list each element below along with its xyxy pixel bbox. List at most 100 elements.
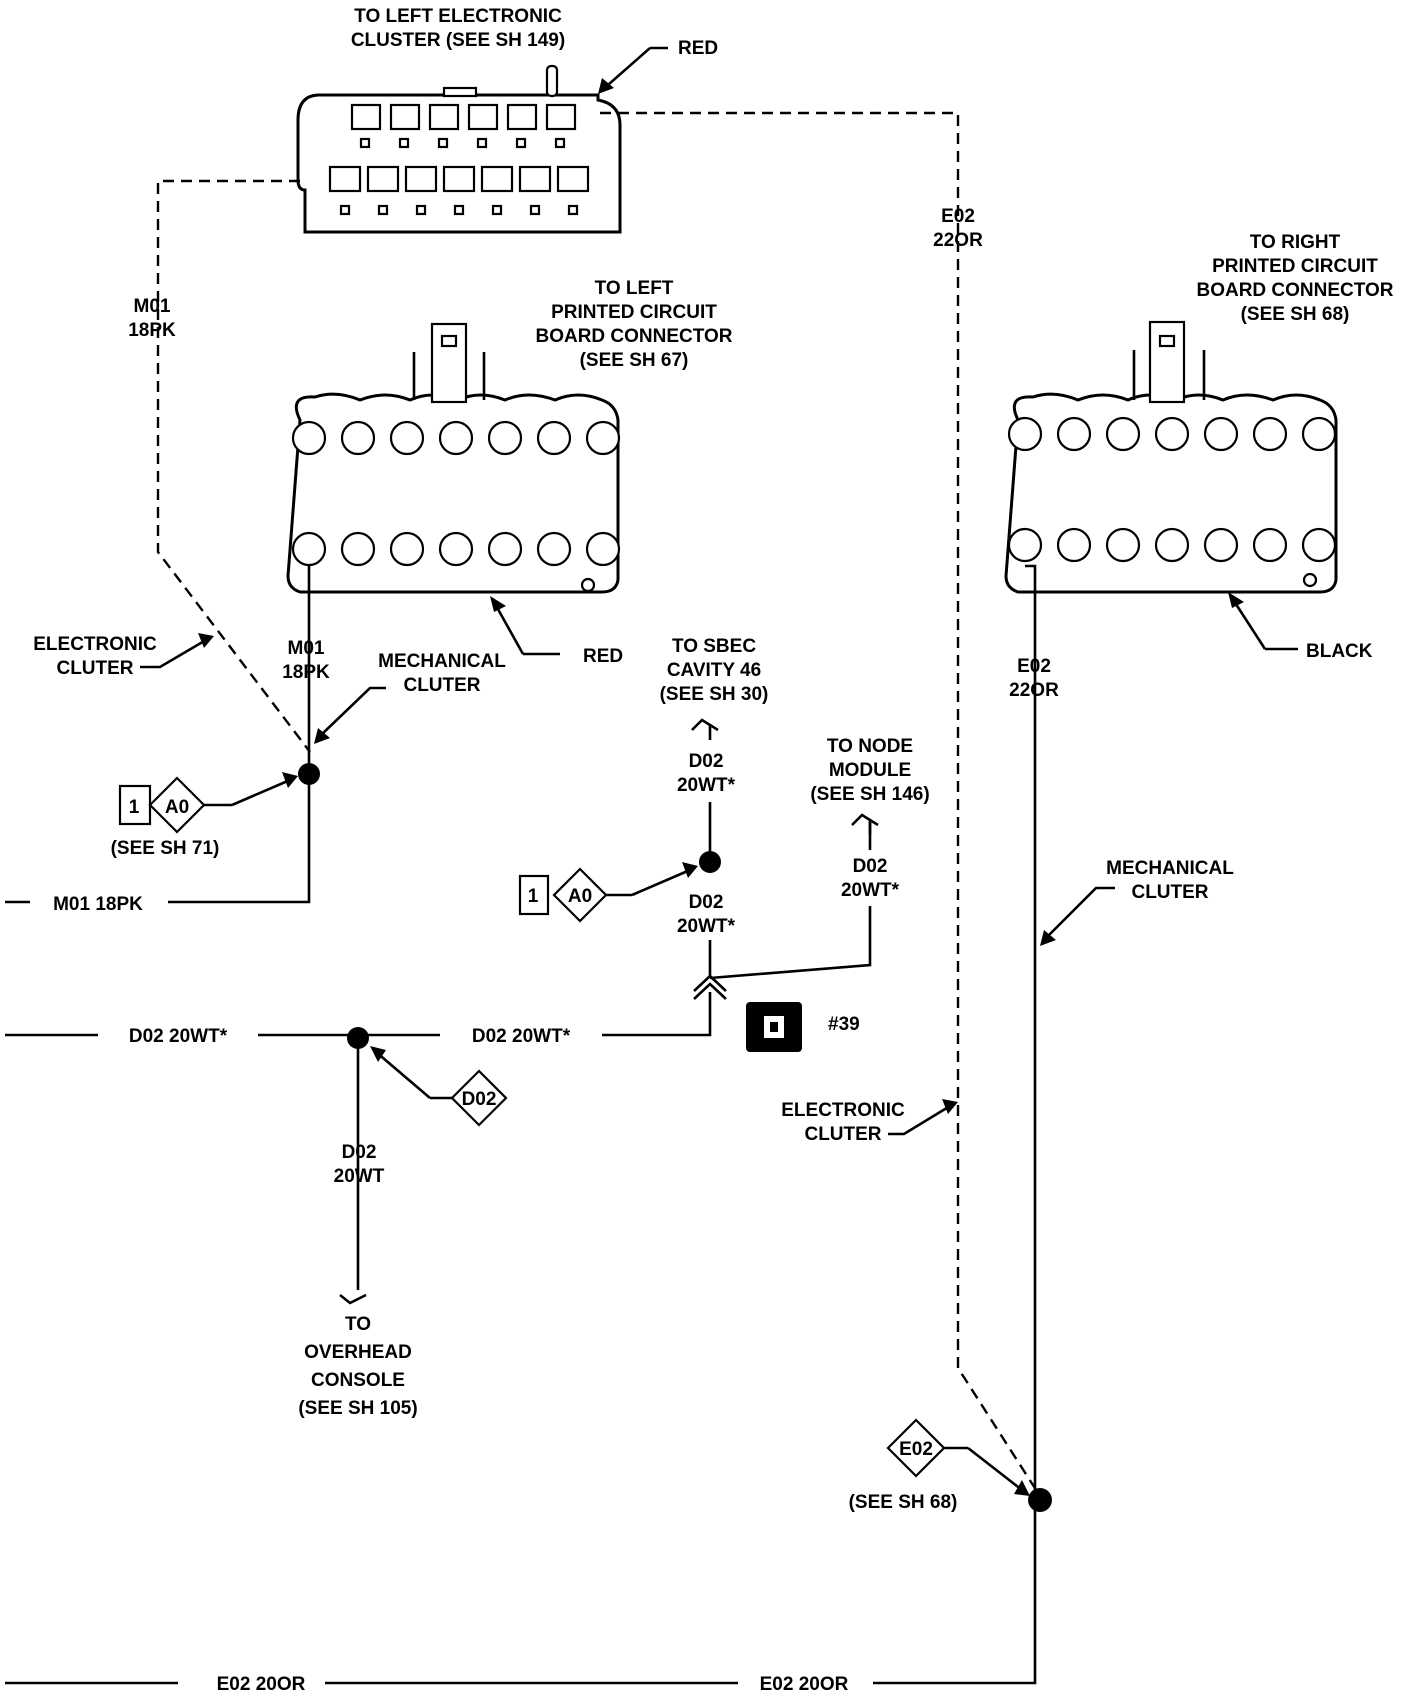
- cluster-cavity: [366, 165, 400, 193]
- pcb-pin: [1301, 416, 1337, 452]
- pcb-pin: [438, 531, 474, 567]
- pcb-pin: [536, 420, 572, 456]
- to-node-label-3: (SEE SH 146): [810, 784, 929, 805]
- pcb-pin: [1007, 527, 1043, 563]
- e02-note: (SEE SH 68): [849, 1492, 958, 1513]
- cluster-label-line2: CLUSTER (SEE SH 149): [351, 30, 565, 51]
- m01-pcb-label-1: M01: [288, 638, 325, 659]
- cluster-cavity: [442, 165, 476, 193]
- cluster-connector: [296, 64, 622, 234]
- cluster-pin: [476, 137, 488, 149]
- cluster-cavity: [556, 165, 590, 193]
- cluster-pin: [339, 204, 351, 216]
- cluster-pin: [491, 204, 503, 216]
- pcb-pin: [340, 420, 376, 456]
- pcb-pin: [1056, 416, 1092, 452]
- splice-d02: [347, 1027, 369, 1049]
- cluster-pin: [529, 204, 541, 216]
- right-pcb-label-line4: (SEE SH 68): [1241, 304, 1350, 325]
- left-pcb-label-line2: PRINTED CIRCUIT: [551, 302, 717, 323]
- to-sbec-label-3: (SEE SH 30): [660, 684, 769, 705]
- cluster-cavity: [467, 103, 499, 131]
- e02-code: E02: [899, 1439, 933, 1460]
- cluster-label-line1: TO LEFT ELECTRONIC: [354, 6, 562, 27]
- a0-left-note: (SEE SH 71): [111, 838, 220, 859]
- m01-solid-wire: [168, 566, 311, 904]
- e02-vertical-label-2: 22OR: [933, 230, 983, 251]
- pcb-pin: [1252, 416, 1288, 452]
- to-overhead-label-2: OVERHEAD: [304, 1342, 412, 1363]
- cluster-cavity: [389, 103, 421, 131]
- pcb-pin: [585, 531, 621, 567]
- e02-solid-wire: [873, 564, 1037, 1685]
- pcb-pin: [1203, 527, 1239, 563]
- e02-callout: E02: [886, 1418, 1030, 1496]
- d02-sbec-lower-label-2: 20WT*: [677, 916, 736, 937]
- to-node-label-2: MODULE: [829, 760, 911, 781]
- d02-mid-label: D02 20WT*: [472, 1026, 571, 1047]
- splice-d02-sbec: [699, 851, 721, 873]
- cluster-pin: [567, 204, 579, 216]
- to-node-label-1: TO NODE: [827, 736, 913, 757]
- mechanical-cluter-right-label-1: MECHANICAL: [1106, 858, 1234, 879]
- pcb-pin: [1007, 416, 1043, 452]
- d02-left-label: D02 20WT*: [129, 1026, 228, 1047]
- cluster-pin: [554, 137, 566, 149]
- mechanical-cluter-left-label-2: CLUTER: [403, 675, 480, 696]
- cluster-pin: [515, 137, 527, 149]
- m01-vertical-label-2: 18PK: [128, 320, 176, 341]
- a0-mid-code: A0: [568, 886, 592, 907]
- cluster-cavity: [428, 103, 460, 131]
- pcb-pin: [1105, 527, 1141, 563]
- to-overhead-label-1: TO: [345, 1314, 371, 1335]
- right-pcb-label-line3: BOARD CONNECTOR: [1196, 280, 1393, 301]
- cluster-cavity: [480, 165, 514, 193]
- cluster-cavity: [518, 165, 552, 193]
- pcb-pin: [585, 420, 621, 456]
- cluster-pin: [415, 204, 427, 216]
- cluster-pin: [359, 137, 371, 149]
- pcb-pin: [389, 420, 425, 456]
- d02-sbec-upper-label-1: D02: [689, 751, 724, 772]
- pcb-pin: [1154, 527, 1190, 563]
- electronic-cluter-right-label-2: CLUTER: [804, 1124, 881, 1145]
- left-pcb-label-line3: BOARD CONNECTOR: [535, 326, 732, 347]
- e02-pcb-label-1: E02: [1017, 656, 1051, 677]
- pcb-pin: [1154, 416, 1190, 452]
- a0-left-num: 1: [129, 797, 140, 818]
- to-sbec-label-1: TO SBEC: [672, 636, 756, 657]
- cluster-cavity: [506, 103, 538, 131]
- pcb-pin: [1105, 416, 1141, 452]
- cluster-cavity: [328, 165, 362, 193]
- left-pcb-color-label: RED: [583, 646, 623, 667]
- e02-pcb-label-2: 22OR: [1009, 680, 1059, 701]
- right-pcb-connector: [1004, 320, 1338, 594]
- pcb-pin: [291, 420, 327, 456]
- pcb-pin: [340, 531, 376, 567]
- right-pcb-label-line1: TO RIGHT: [1250, 232, 1341, 253]
- e02-bottom-left-label: E02 20OR: [217, 1674, 306, 1695]
- cluster-color-label: RED: [678, 38, 718, 59]
- pcb-pin: [1056, 527, 1092, 563]
- mechanical-cluter-left-label-1: MECHANICAL: [378, 651, 506, 672]
- splice-e02: [1028, 1488, 1052, 1512]
- cluster-pin: [398, 137, 410, 149]
- cluster-cavity: [404, 165, 438, 193]
- m01-vertical-label-1: M01: [134, 296, 171, 317]
- left-pcb-label-line1: TO LEFT: [595, 278, 674, 299]
- pcb-pin: [438, 420, 474, 456]
- to-overhead-label-4: (SEE SH 105): [298, 1398, 417, 1419]
- d02-down-label-1: D02: [342, 1142, 377, 1163]
- d02-node-label-2: 20WT*: [841, 880, 900, 901]
- e02-bottom-right-label: E02 20OR: [760, 1674, 849, 1695]
- a0-left-code: A0: [165, 797, 189, 818]
- a0-mid-num: 1: [528, 886, 539, 907]
- m01-electronic-dashed-wire: [156, 179, 311, 753]
- electronic-cluter-left-label-2: CLUTER: [56, 658, 133, 679]
- cluster-cavity: [545, 103, 577, 131]
- d02-node-label-1: D02: [853, 856, 888, 877]
- electronic-cluter-right-label-1: ELECTRONIC: [781, 1100, 905, 1121]
- right-pcb-label-line2: PRINTED CIRCUIT: [1212, 256, 1378, 277]
- a0-left-callout: 1 A0: [118, 772, 298, 834]
